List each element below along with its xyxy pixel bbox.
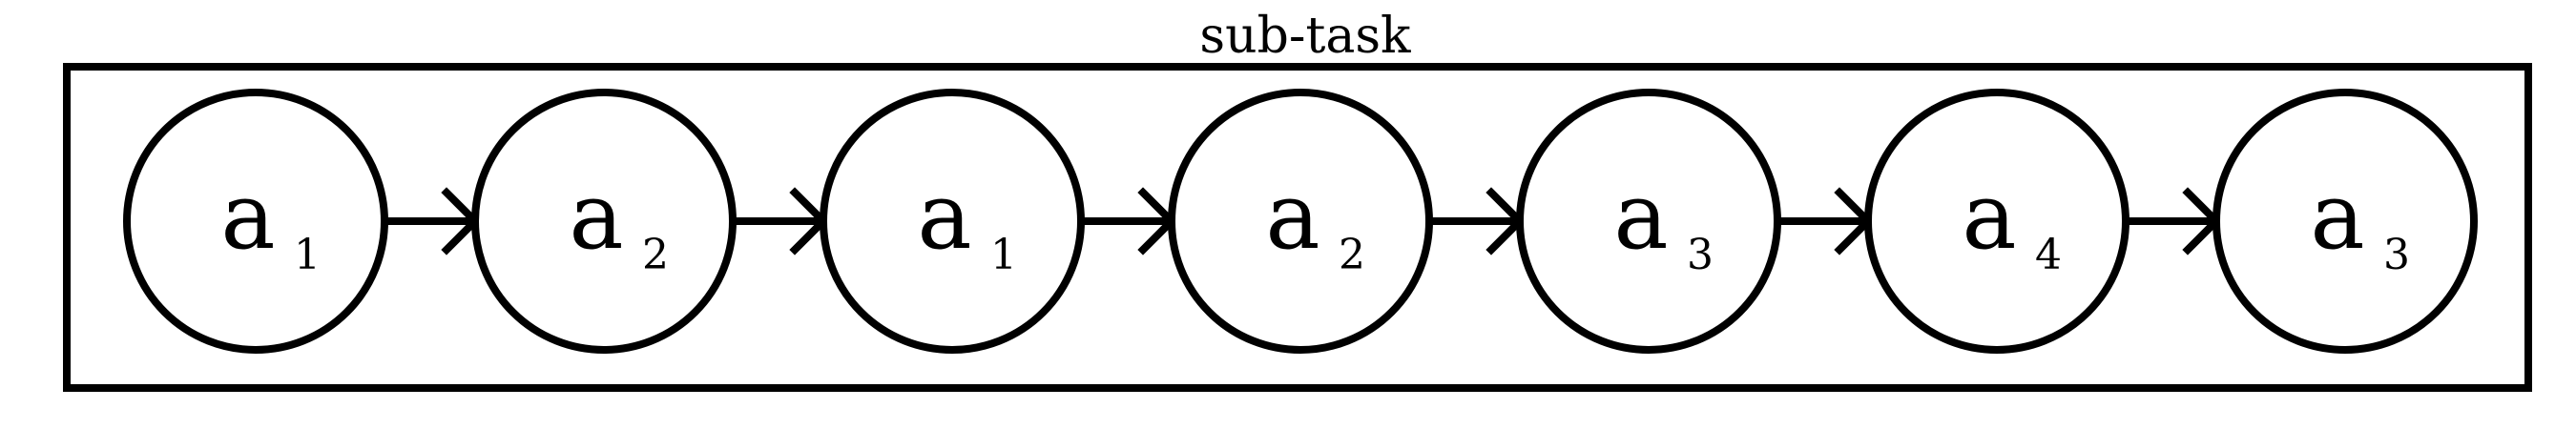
node-label: a [569,163,623,270]
node-label: a [220,163,275,270]
node-circle [123,89,388,354]
subtask-box [63,63,2532,392]
node-circle [471,89,737,354]
node-subscript: 2 [642,231,669,279]
node-circle [2212,89,2478,354]
node-subscript: 3 [1687,231,1714,279]
node-circle [1168,89,1433,354]
arrow-3 [1081,187,1177,255]
node-circle [820,89,1085,354]
arrow-1 [384,187,481,255]
node-subscript: 3 [2383,231,2410,279]
node-label: a [1962,163,2016,270]
node-label: a [2310,163,2364,270]
arrow-6 [2126,187,2222,255]
node-subscript: 2 [1339,231,1365,279]
node-circle [1516,89,1781,354]
node-subscript: 4 [2035,231,2062,279]
arrow-5 [1777,187,1874,255]
node-subscript: 1 [990,231,1017,279]
node-circle [1864,89,2129,354]
arrow-2 [733,187,829,255]
node-subscript: 1 [294,231,321,279]
subtask-title: sub-task [1199,8,1411,65]
arrow-4 [1429,187,1526,255]
node-label: a [1613,163,1668,270]
node-label: a [917,163,971,270]
node-label: a [1265,163,1319,270]
